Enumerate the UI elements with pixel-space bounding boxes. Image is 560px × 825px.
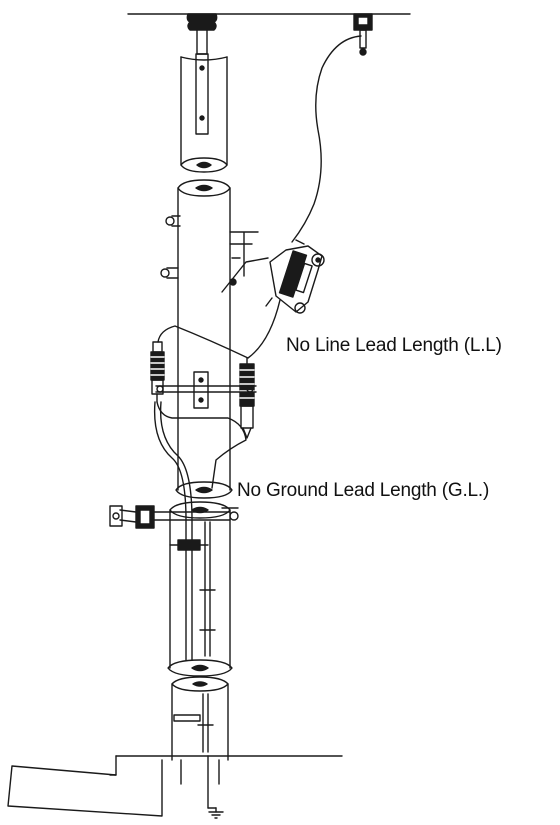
hot-line-clamp-icon [353,13,373,56]
vertical-tie-rod [197,521,216,753]
line-lead-wire [291,35,362,243]
arrester-bracket [155,371,257,409]
cutout-bracket [160,215,269,293]
ground-level [7,755,343,817]
pin-insulator-icon [186,13,218,135]
secondary-crossarm [109,505,239,529]
surge-arrester-right-icon [239,357,255,439]
arrester-line-lead [157,299,281,359]
ground-lead-wire [156,401,247,489]
fuse-cutout-icon [265,239,325,314]
line-lead-label: No Line Lead Length (L.L) [286,335,502,356]
pole-middle-section [175,179,233,499]
pole-butt-section [171,676,229,785]
pole-lower-section [167,501,233,677]
ground-lead-label: No Ground Lead Length (G.L.) [237,480,490,501]
down-conductor [153,401,209,661]
ground-rod-icon [207,755,224,819]
pole-top-section [180,56,228,173]
surge-arrester-left-icon [150,341,165,403]
